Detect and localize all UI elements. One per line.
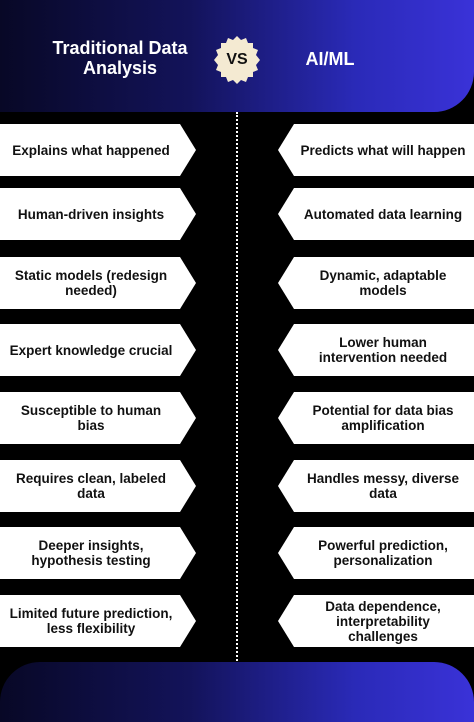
traditional-item: Susceptible to human bias (0, 392, 196, 444)
ai-ml-title: AI/ML (305, 49, 355, 69)
traditional-item: Human-driven insights (0, 188, 196, 240)
ai-ml-item: Data dependence, interpretability challe… (278, 595, 474, 647)
traditional-data-analysis-title: Traditional Data Analysis (52, 38, 188, 78)
vs-badge-shape (214, 36, 260, 84)
traditional-item: Deeper insights, hypothesis testing (0, 527, 196, 579)
ai-ml-item: Potential for data bias amplification (278, 392, 474, 444)
vs-label: VS (226, 51, 248, 68)
ai-ml-item: Dynamic, adaptable models (278, 257, 474, 309)
traditional-item: Explains what happened (0, 124, 196, 176)
traditional-item: Static models (redesign needed) (0, 257, 196, 309)
traditional-item: Expert knowledge crucial (0, 324, 196, 376)
traditional-item: Requires clean, labeled data (0, 460, 196, 512)
center-dotted-divider (236, 112, 238, 664)
ai-ml-item: Predicts what will happen (278, 124, 474, 176)
header-banner: Traditional Data Analysis VS AI/ML (0, 0, 474, 112)
vs-badge: VS (212, 35, 262, 85)
footer-banner (0, 662, 474, 722)
ai-ml-item: Automated data learning (278, 188, 474, 240)
ai-ml-item: Handles messy, diverse data (278, 460, 474, 512)
traditional-item: Limited future prediction, less flexibil… (0, 595, 196, 647)
ai-ml-item: Lower human intervention needed (278, 324, 474, 376)
ai-ml-item: Powerful prediction, personalization (278, 527, 474, 579)
